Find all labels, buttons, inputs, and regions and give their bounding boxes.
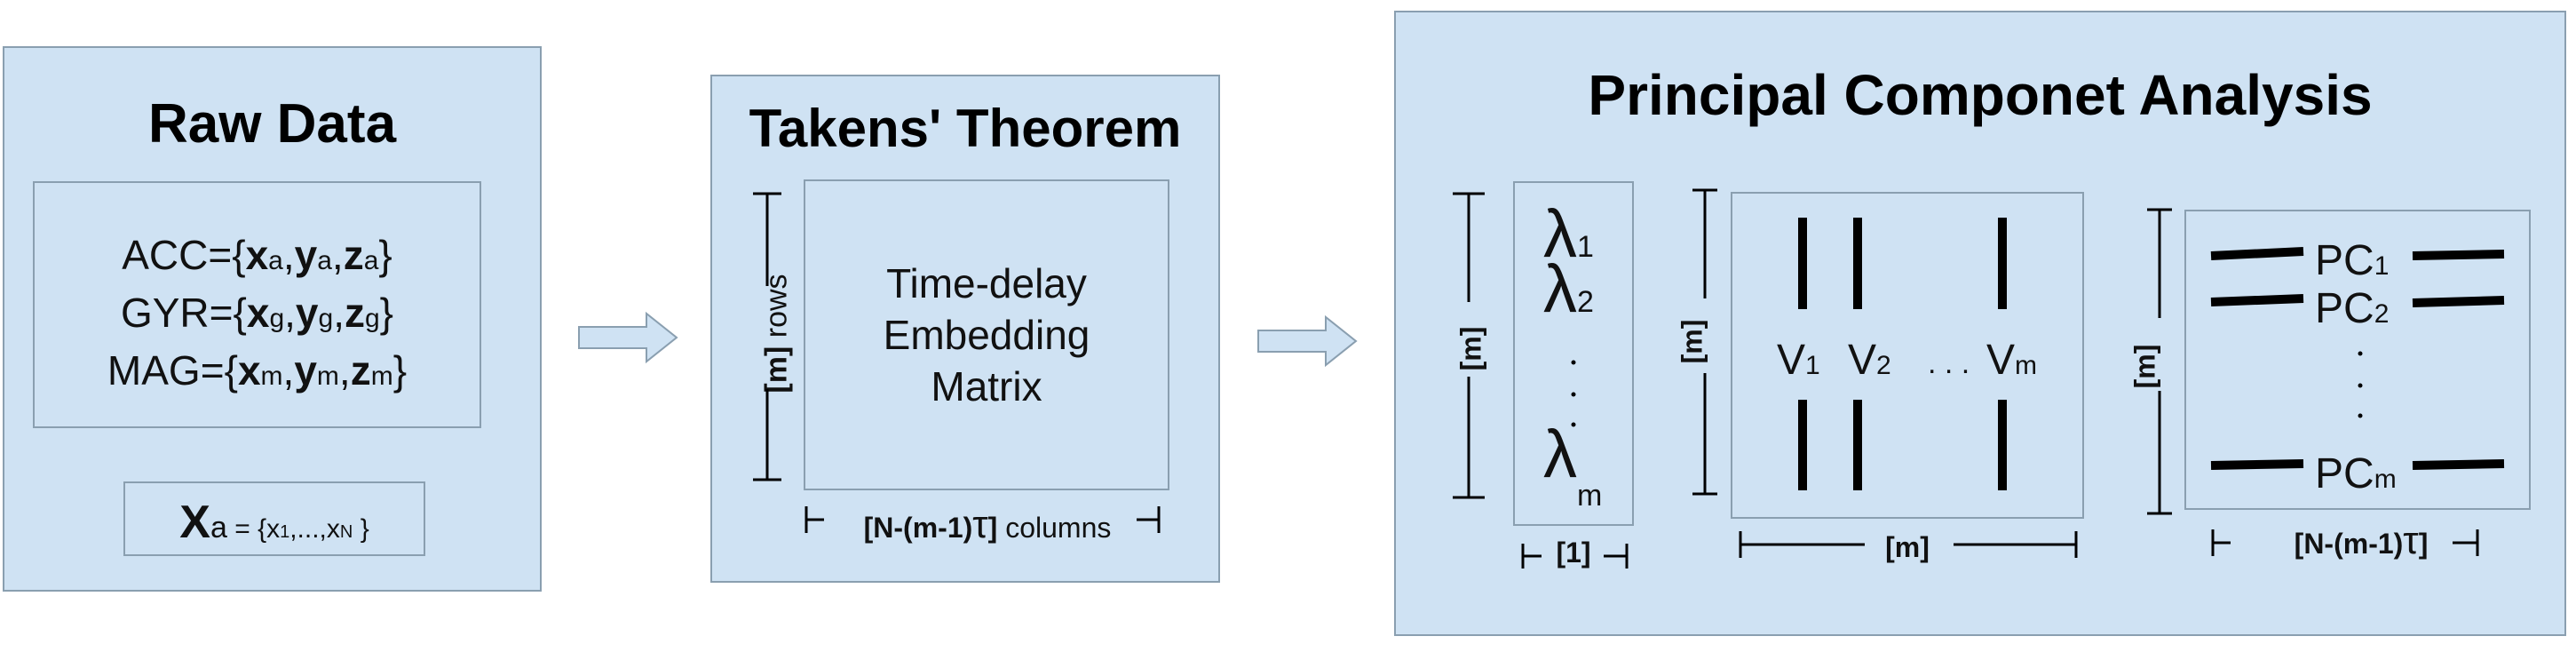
- sensor-mag: MAG={xm,ym,zm}: [107, 347, 408, 394]
- takens-panel: Takens' Theorem Time-delay Embedding Mat…: [710, 75, 1220, 583]
- sensor-gyr: GYR={xg,yg,zg}: [120, 290, 394, 336]
- eigenvalue-1: λ1: [1543, 196, 1594, 272]
- eigenvalue-2: λ2: [1543, 251, 1594, 327]
- eigenvector-2: V2: [1848, 337, 1891, 384]
- raw-data-title: Raw Data: [147, 93, 397, 155]
- matrix-line: Matrix: [931, 363, 1042, 410]
- vectors-ellipsis: . . .: [1928, 346, 1970, 380]
- columns-label: [N-(m-1)τ] columns: [863, 503, 1112, 546]
- eigenvalue-box: λ1 λ2 λm: [1513, 181, 1634, 526]
- eigenvalue-m: λm: [1543, 417, 1603, 513]
- eigenvector-box: V1 V2 . . . Vm: [1731, 192, 2084, 519]
- vector-width-label: [m]: [1885, 531, 1930, 563]
- principal-components-box: PC1 PC2 PCm: [2184, 210, 2531, 510]
- pc-2: PC2: [2315, 285, 2390, 332]
- arrow-right-icon: [1257, 314, 1358, 368]
- matrix-line: Time-delay: [886, 260, 1087, 306]
- sensor-box: ACC={xa,ya,za} GYR={xg,yg,zg} MAG={xm,ym…: [33, 181, 481, 428]
- pc-width-label: [N-(m-1)τ]: [2294, 519, 2429, 562]
- pca-panel: Principal Componet Analysis λ1 λ2 λm V1 …: [1394, 11, 2566, 636]
- arrow-right-icon: [578, 311, 678, 364]
- matrix-line: Embedding: [883, 312, 1090, 358]
- sensor-acc: ACC={xa,ya,za}: [122, 232, 392, 278]
- series-formula: Xa = {x1,...,xN }: [179, 497, 369, 548]
- series-box: Xa = {x1,...,xN }: [123, 481, 425, 556]
- eigenvector-m: Vm: [1986, 337, 2038, 384]
- pc-1: PC1: [2315, 237, 2390, 284]
- eigen-width-label: [1]: [1556, 537, 1591, 569]
- raw-data-panel: Raw Data ACC={xa,ya,za} GYR={xg,yg,zg} M…: [3, 46, 542, 592]
- pc-m: PCm: [2315, 450, 2397, 497]
- takens-title: Takens' Theorem: [749, 99, 1182, 158]
- eigenvector-1: V1: [1777, 337, 1820, 384]
- embedding-matrix: Time-delay Embedding Matrix: [804, 179, 1169, 490]
- pca-title: Principal Componet Analysis: [1588, 63, 2373, 127]
